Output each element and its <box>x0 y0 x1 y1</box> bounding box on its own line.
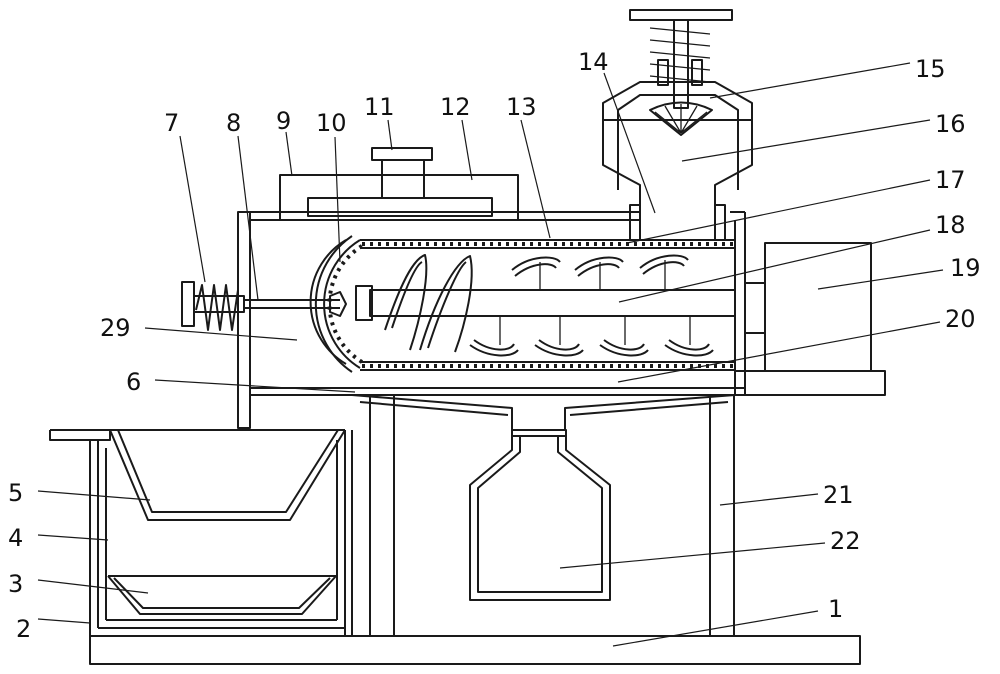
callout-7: 7 <box>164 109 179 137</box>
callout-8: 8 <box>226 109 241 137</box>
callout-29: 29 <box>100 314 131 342</box>
callout-13: 13 <box>506 93 537 121</box>
discharge-chute <box>351 394 736 437</box>
callout-20: 20 <box>945 305 976 333</box>
spiral-blades <box>384 254 473 353</box>
leader-lines <box>37 62 944 647</box>
callout-18: 18 <box>935 211 966 239</box>
callout-19: 19 <box>950 254 981 282</box>
callout-5: 5 <box>8 479 23 507</box>
callout-17: 17 <box>935 166 966 194</box>
top-motor <box>371 147 433 199</box>
support-legs <box>237 211 735 637</box>
callout-2: 2 <box>16 615 31 643</box>
callout-21: 21 <box>823 481 854 509</box>
callout-6: 6 <box>126 368 141 396</box>
callout-12: 12 <box>440 93 471 121</box>
callout-10: 10 <box>316 109 347 137</box>
base-plate <box>89 635 861 665</box>
lower-tray <box>107 575 337 615</box>
hopper-press-screw <box>629 9 733 136</box>
callout-9: 9 <box>276 107 291 135</box>
paddle-blades <box>469 254 714 357</box>
upper-basket <box>109 429 346 521</box>
tank-inner-wall <box>105 440 338 621</box>
callout-11: 11 <box>364 93 395 121</box>
callout-15: 15 <box>915 55 946 83</box>
collection-bottle <box>469 436 611 601</box>
right-motor <box>734 242 886 396</box>
callout-1: 1 <box>828 595 843 623</box>
screen-drum <box>360 239 735 371</box>
callout-22: 22 <box>830 527 861 555</box>
arc-screen <box>309 235 364 373</box>
pressure-rod <box>181 281 347 331</box>
callout-16: 16 <box>935 110 966 138</box>
callout-3: 3 <box>8 570 23 598</box>
screw-shaft <box>355 285 736 321</box>
feed-hopper <box>602 81 753 240</box>
callout-14: 14 <box>578 48 609 76</box>
left-tank-frame <box>49 429 353 636</box>
callout-4: 4 <box>8 524 23 552</box>
